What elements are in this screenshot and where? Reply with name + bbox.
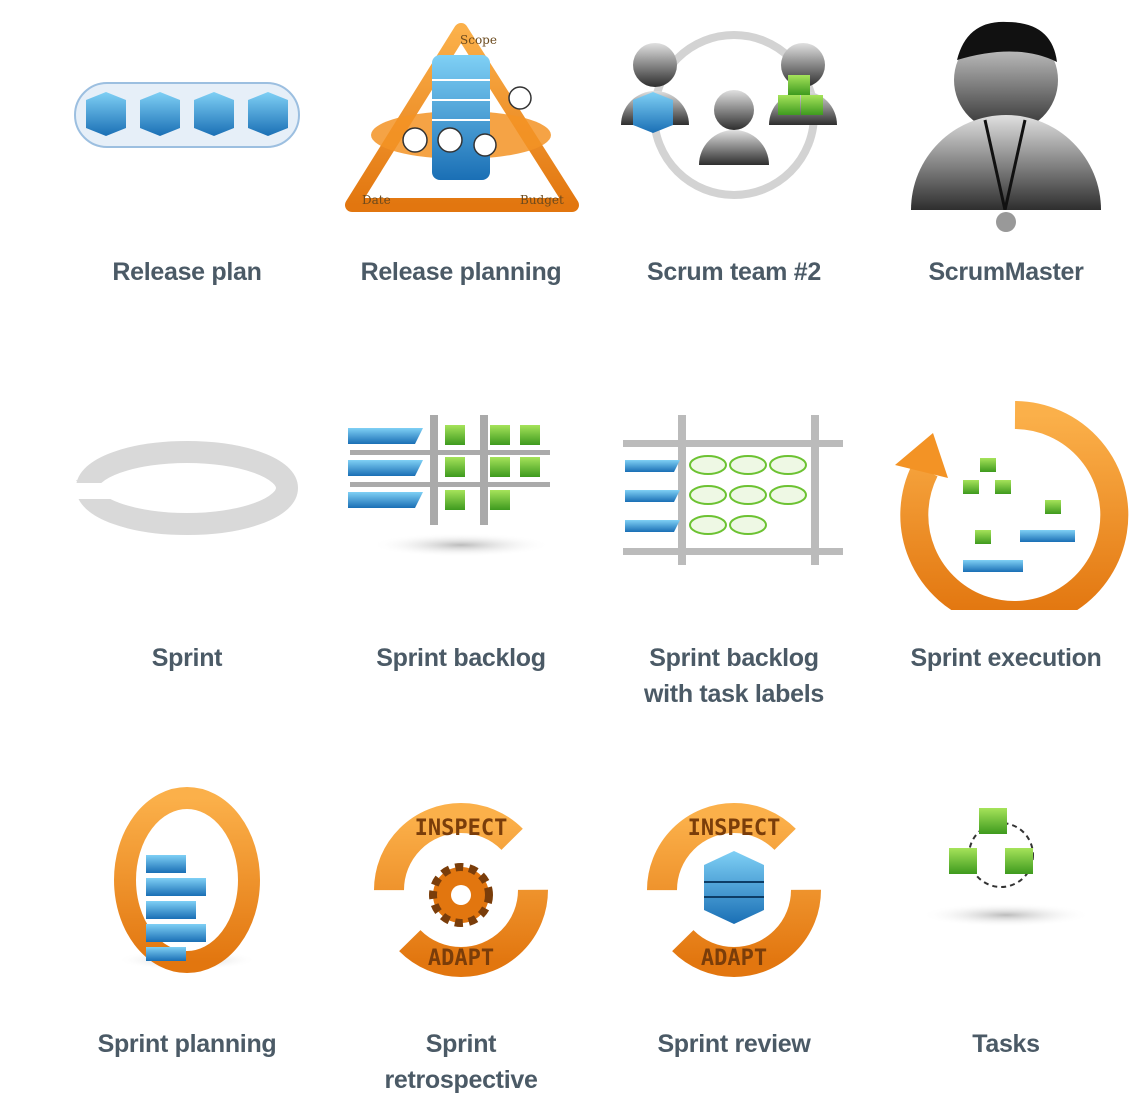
icon-label: Sprint backlog with task labels: [644, 644, 824, 708]
sprint-planning-icon: [46, 760, 328, 1000]
scrum-master-icon: [865, 0, 1130, 240]
release-planning-icon: Scope Date Budget: [320, 0, 602, 240]
sprint-execution-icon: [865, 370, 1130, 610]
sprint-retrospective-icon: INSPECT ADAPT: [320, 760, 602, 1000]
inspect-text: INSPECT: [688, 816, 781, 841]
icon-label-text: Sprint retrospective: [384, 1030, 538, 1094]
icon-label: Release planning: [360, 258, 562, 286]
icon-label: Sprint retrospective: [320, 1026, 602, 1098]
budget-annotation: Budget: [520, 193, 564, 207]
release-plan-icon: [46, 0, 328, 240]
icon-label: Tasks: [972, 1030, 1040, 1058]
icon-label: Scrum team #2: [647, 258, 821, 286]
icon-label: Sprint review: [657, 1030, 811, 1058]
tasks-icon: [865, 760, 1130, 1000]
inspect-text: INSPECT: [415, 816, 508, 841]
scope-annotation: Scope: [460, 33, 497, 47]
scrum-team-icon: [593, 0, 875, 240]
sprint-backlog-task-labels-icon: [593, 370, 875, 610]
date-annotation: Date: [362, 193, 391, 207]
adapt-text: ADAPT: [701, 946, 767, 971]
icon-label: Sprint backlog: [376, 644, 546, 672]
sprint-icon: [46, 370, 328, 610]
icon-label: Sprint planning: [97, 1030, 277, 1058]
sprint-review-icon: INSPECT ADAPT: [593, 760, 875, 1000]
sprint-backlog-icon: [320, 370, 602, 610]
icon-label: Sprint: [151, 644, 223, 672]
icon-label: Sprint execution: [910, 644, 1102, 672]
adapt-text: ADAPT: [428, 946, 494, 971]
icon-label: ScrumMaster: [928, 258, 1084, 286]
icon-label: Release plan: [112, 258, 262, 286]
